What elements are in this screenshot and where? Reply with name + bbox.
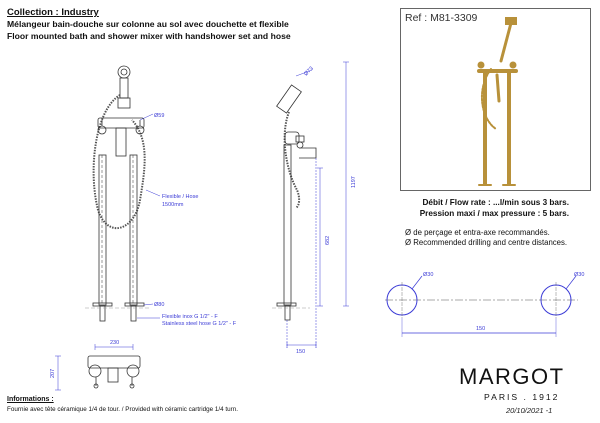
- base-plate-left: [92, 302, 113, 307]
- product-title-fr: Mélangeur bain-douche sur colonne au sol…: [7, 19, 289, 29]
- label-centre-distance: 150: [476, 326, 485, 332]
- reference-box: Ref : M81-3309: [400, 8, 591, 191]
- top-dims: [55, 344, 134, 391]
- column-left: [98, 154, 107, 306]
- side-column: [283, 144, 292, 306]
- drilling-note-fr: Ø de perçage et entra-axe recommandés.: [405, 228, 550, 237]
- label-offset-150: 150: [296, 349, 305, 355]
- inlet-left: [99, 305, 106, 322]
- label-flexible-2: 1500mm: [162, 202, 184, 208]
- info-text: Fournie avec tête céramique 1/4 de tour.…: [7, 406, 239, 413]
- label-head-diam: Ø73: [303, 66, 315, 78]
- hose-front: [92, 94, 146, 230]
- front-leaders: [137, 113, 161, 319]
- drilling-note-en: Ø Recommended drilling and centre distan…: [405, 238, 568, 247]
- column-right: [129, 154, 138, 306]
- label-hole-right: Ø30: [574, 272, 584, 278]
- product-illustration: [477, 17, 518, 186]
- document-date: 20/10/2021 -1: [506, 406, 553, 415]
- side-dims: [286, 61, 349, 348]
- side-base: [276, 302, 297, 307]
- spec-flow-rate: Débit / Flow rate : ...l/min sous 3 bars…: [422, 198, 570, 207]
- side-view: [272, 84, 317, 321]
- label-diam-59: Ø59: [154, 113, 164, 119]
- drilling-diagram: [385, 275, 578, 337]
- handshower-handle: [119, 77, 129, 99]
- label-hole-left: Ø30: [423, 272, 433, 278]
- product-title-en: Floor mounted bath and shower mixer with…: [7, 31, 291, 41]
- label-inlet-2: Stainless steel hose G 1/2" - F: [162, 321, 237, 327]
- side-shower-head: [276, 84, 302, 114]
- base-plate-right: [124, 302, 145, 307]
- inlet-right: [130, 305, 137, 322]
- reference-code: Ref : M81-3309: [405, 12, 478, 24]
- label-width-230: 230: [110, 340, 119, 346]
- top-view: [87, 355, 141, 389]
- collection-title: Collection : Industry: [7, 7, 99, 18]
- label-diam-80: Ø80: [154, 302, 164, 308]
- hose-side: [283, 111, 301, 209]
- label-height-1197: 1197: [351, 176, 357, 188]
- spout: [115, 127, 127, 157]
- handshower-head: [117, 65, 131, 79]
- label-height-682: 682: [325, 236, 331, 245]
- info-title: Informations :: [7, 396, 54, 403]
- front-view: [85, 65, 150, 322]
- cradle: [117, 97, 131, 109]
- spec-max-pressure: Pression maxi / max pressure : 5 bars.: [419, 209, 569, 218]
- top-body: [87, 355, 141, 369]
- label-flexible-1: Flexible / Hose: [162, 194, 198, 200]
- brand-logo: MARGOT: [459, 364, 565, 389]
- brand-city: PARIS . 1912: [484, 392, 560, 402]
- label-inlet-1: Flexible inox G 1/2" - F: [162, 314, 218, 320]
- label-depth-207: 207: [50, 369, 56, 378]
